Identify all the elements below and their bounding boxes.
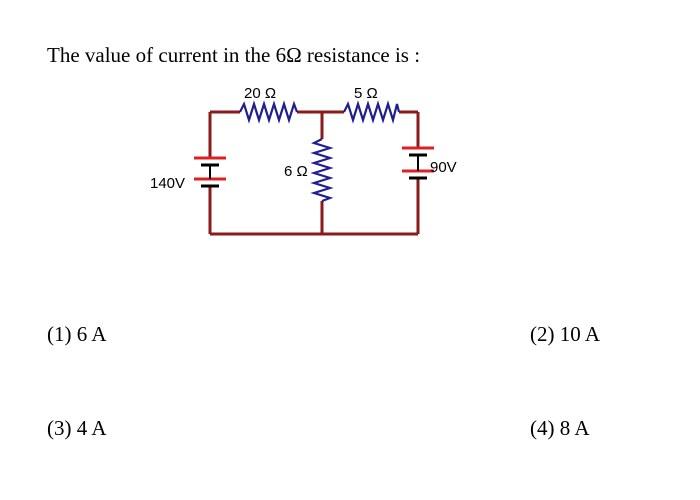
label-140v: 140V (150, 175, 185, 192)
resistor-6-ohm (310, 138, 334, 203)
resistor-5-ohm (343, 100, 401, 125)
option-3[interactable]: (3) 4 A (47, 416, 107, 440)
circuit-wires (208, 110, 420, 236)
option-2[interactable]: (2) 10 A (530, 322, 600, 346)
label-90v: 90V (430, 159, 457, 176)
label-5-ohm: 5 Ω (354, 85, 378, 102)
battery-left (194, 156, 226, 188)
question-text: The value of current in the 6Ω resistanc… (47, 43, 421, 67)
option-4[interactable]: (4) 8 A (530, 416, 590, 440)
option-1[interactable]: (1) 6 A (47, 322, 107, 346)
label-20-ohm: 20 Ω (244, 85, 276, 102)
resistor-20-ohm (239, 100, 299, 124)
battery-right (402, 146, 434, 180)
label-6-ohm: 6 Ω (284, 163, 308, 180)
